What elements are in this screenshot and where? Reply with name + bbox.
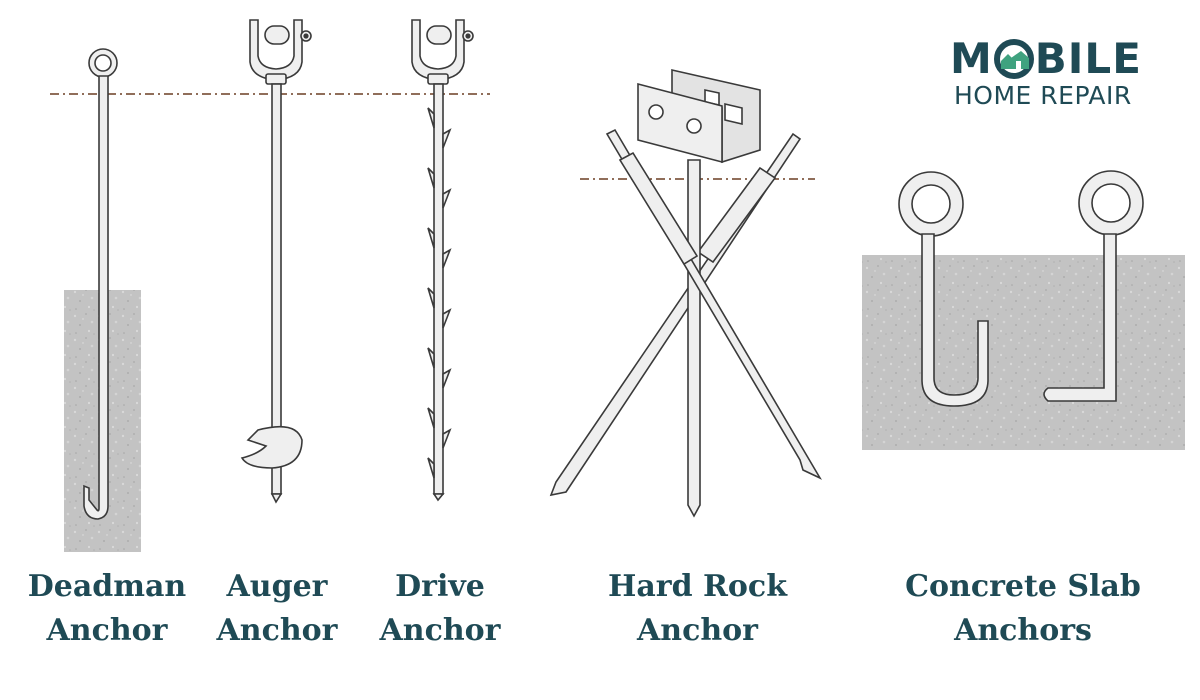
label-hard-rock-anchor: Hard Rock Anchor bbox=[590, 565, 805, 653]
label-line-1: Auger bbox=[226, 569, 328, 604]
shaft bbox=[433, 83, 444, 495]
j-bolt bbox=[921, 233, 989, 407]
concrete-slab-anchors-figure bbox=[862, 170, 1185, 450]
label-deadman-anchor: Deadman Anchor bbox=[22, 565, 192, 653]
label-line-1: Drive bbox=[395, 569, 485, 604]
label-line-2: Anchors bbox=[954, 613, 1092, 648]
clevis-head bbox=[411, 19, 465, 81]
label-line-2: Anchor bbox=[637, 613, 758, 648]
clevis-head bbox=[249, 19, 303, 81]
rod bbox=[83, 75, 109, 520]
label-line-1: Deadman bbox=[27, 569, 187, 604]
logo-letters-bile: BILE bbox=[1034, 34, 1142, 83]
label-drive-anchor: Drive Anchor bbox=[370, 565, 510, 653]
hard-rock-anchor-figure bbox=[549, 68, 823, 518]
label-line-1: Hard Rock bbox=[607, 569, 787, 604]
helix-plate bbox=[240, 425, 303, 469]
house-icon bbox=[993, 39, 1034, 79]
drive-anchor-figure bbox=[411, 19, 474, 502]
mobile-home-repair-logo: M BILE HOME REPAIR bbox=[950, 36, 1165, 110]
label-line-1: Concrete Slab bbox=[905, 569, 1141, 604]
rod bbox=[687, 159, 701, 518]
auger-anchor-figure bbox=[240, 19, 312, 504]
barbs bbox=[427, 107, 452, 479]
label-line-2: Anchor bbox=[216, 613, 338, 648]
label-auger-anchor: Auger Anchor bbox=[207, 565, 347, 653]
label-line-2: Anchor bbox=[46, 613, 168, 648]
label-concrete-slab-anchors: Concrete Slab Anchors bbox=[893, 565, 1153, 653]
logo-letter-m: M bbox=[950, 34, 993, 83]
label-line-2: Anchor bbox=[379, 613, 501, 648]
l-bolt bbox=[1043, 233, 1117, 402]
logo-subtitle: HOME REPAIR bbox=[954, 81, 1132, 110]
logo-wordmark: M BILE bbox=[950, 36, 1165, 82]
concrete-slab bbox=[862, 255, 1185, 450]
deadman-anchor-figure bbox=[50, 48, 490, 552]
